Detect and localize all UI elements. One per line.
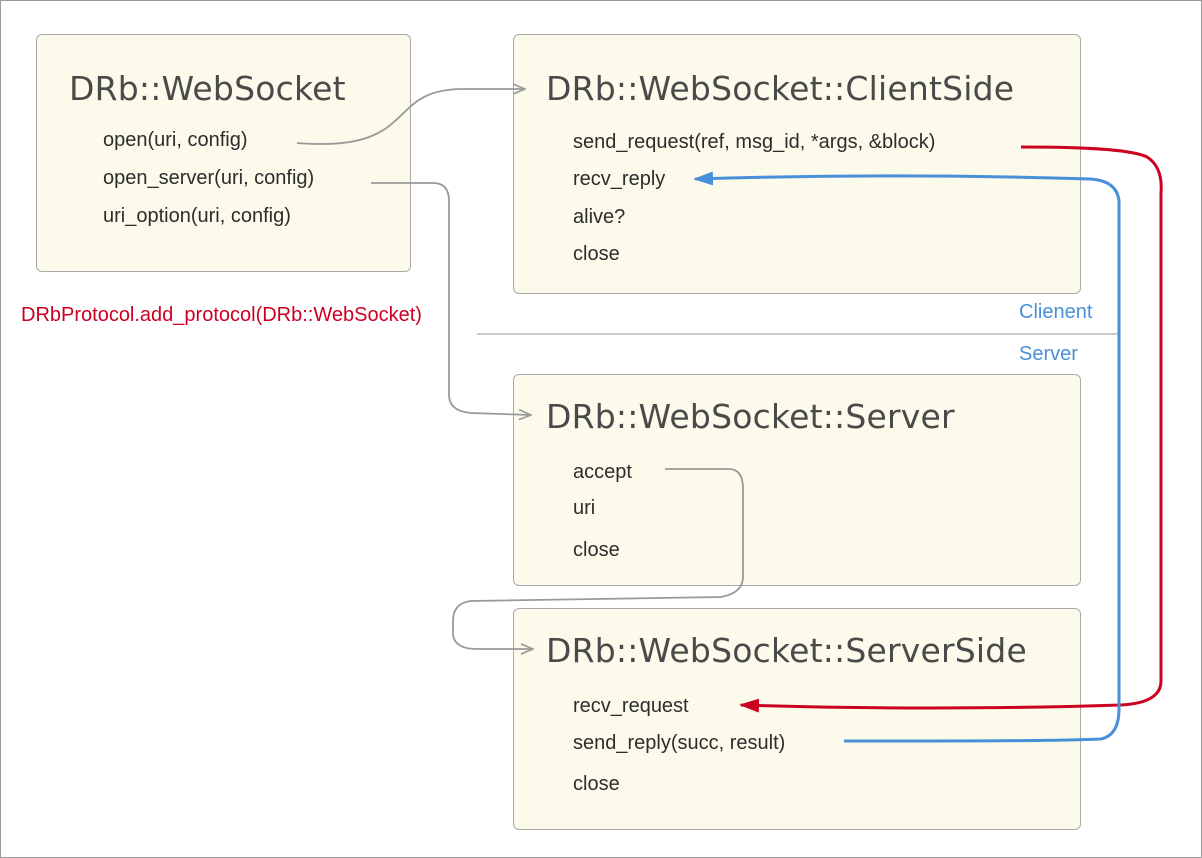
method-uri-option: uri_option(uri, config) xyxy=(103,205,291,227)
server-box-title: DRb::WebSocket::Server xyxy=(546,397,955,436)
method-uri: uri xyxy=(573,497,596,519)
client-label: Clienent xyxy=(1019,301,1093,323)
method-accept: accept xyxy=(573,461,632,483)
client-side-box-title: DRb::WebSocket::ClientSide xyxy=(546,69,1015,108)
method-recv-request: recv_request xyxy=(573,695,689,717)
method-open-server: open_server(uri, config) xyxy=(103,167,315,189)
websocket-box-title: DRb::WebSocket xyxy=(69,69,346,108)
method-close-server: close xyxy=(573,539,620,561)
method-send-reply: send_reply(succ, result) xyxy=(573,732,786,754)
server-label: Server xyxy=(1019,343,1078,365)
server-side-box-title: DRb::WebSocket::ServerSide xyxy=(546,631,1027,670)
method-close-client: close xyxy=(573,243,620,265)
method-recv-reply: recv_reply xyxy=(573,168,666,190)
method-close-server-side: close xyxy=(573,773,620,795)
method-open: open(uri, config) xyxy=(103,129,248,151)
server-side-box: DRb::WebSocket::ServerSide recv_request … xyxy=(513,608,1081,830)
add-protocol-note: DRbProtocol.add_protocol(DRb::WebSocket) xyxy=(21,304,422,326)
method-alive: alive? xyxy=(573,206,626,228)
method-send-request: send_request(ref, msg_id, *args, &block) xyxy=(573,131,936,153)
client-side-box: DRb::WebSocket::ClientSide send_request(… xyxy=(513,34,1081,294)
websocket-box: DRb::WebSocket open(uri, config) open_se… xyxy=(36,34,411,272)
server-box: DRb::WebSocket::Server accept uri close xyxy=(513,374,1081,586)
